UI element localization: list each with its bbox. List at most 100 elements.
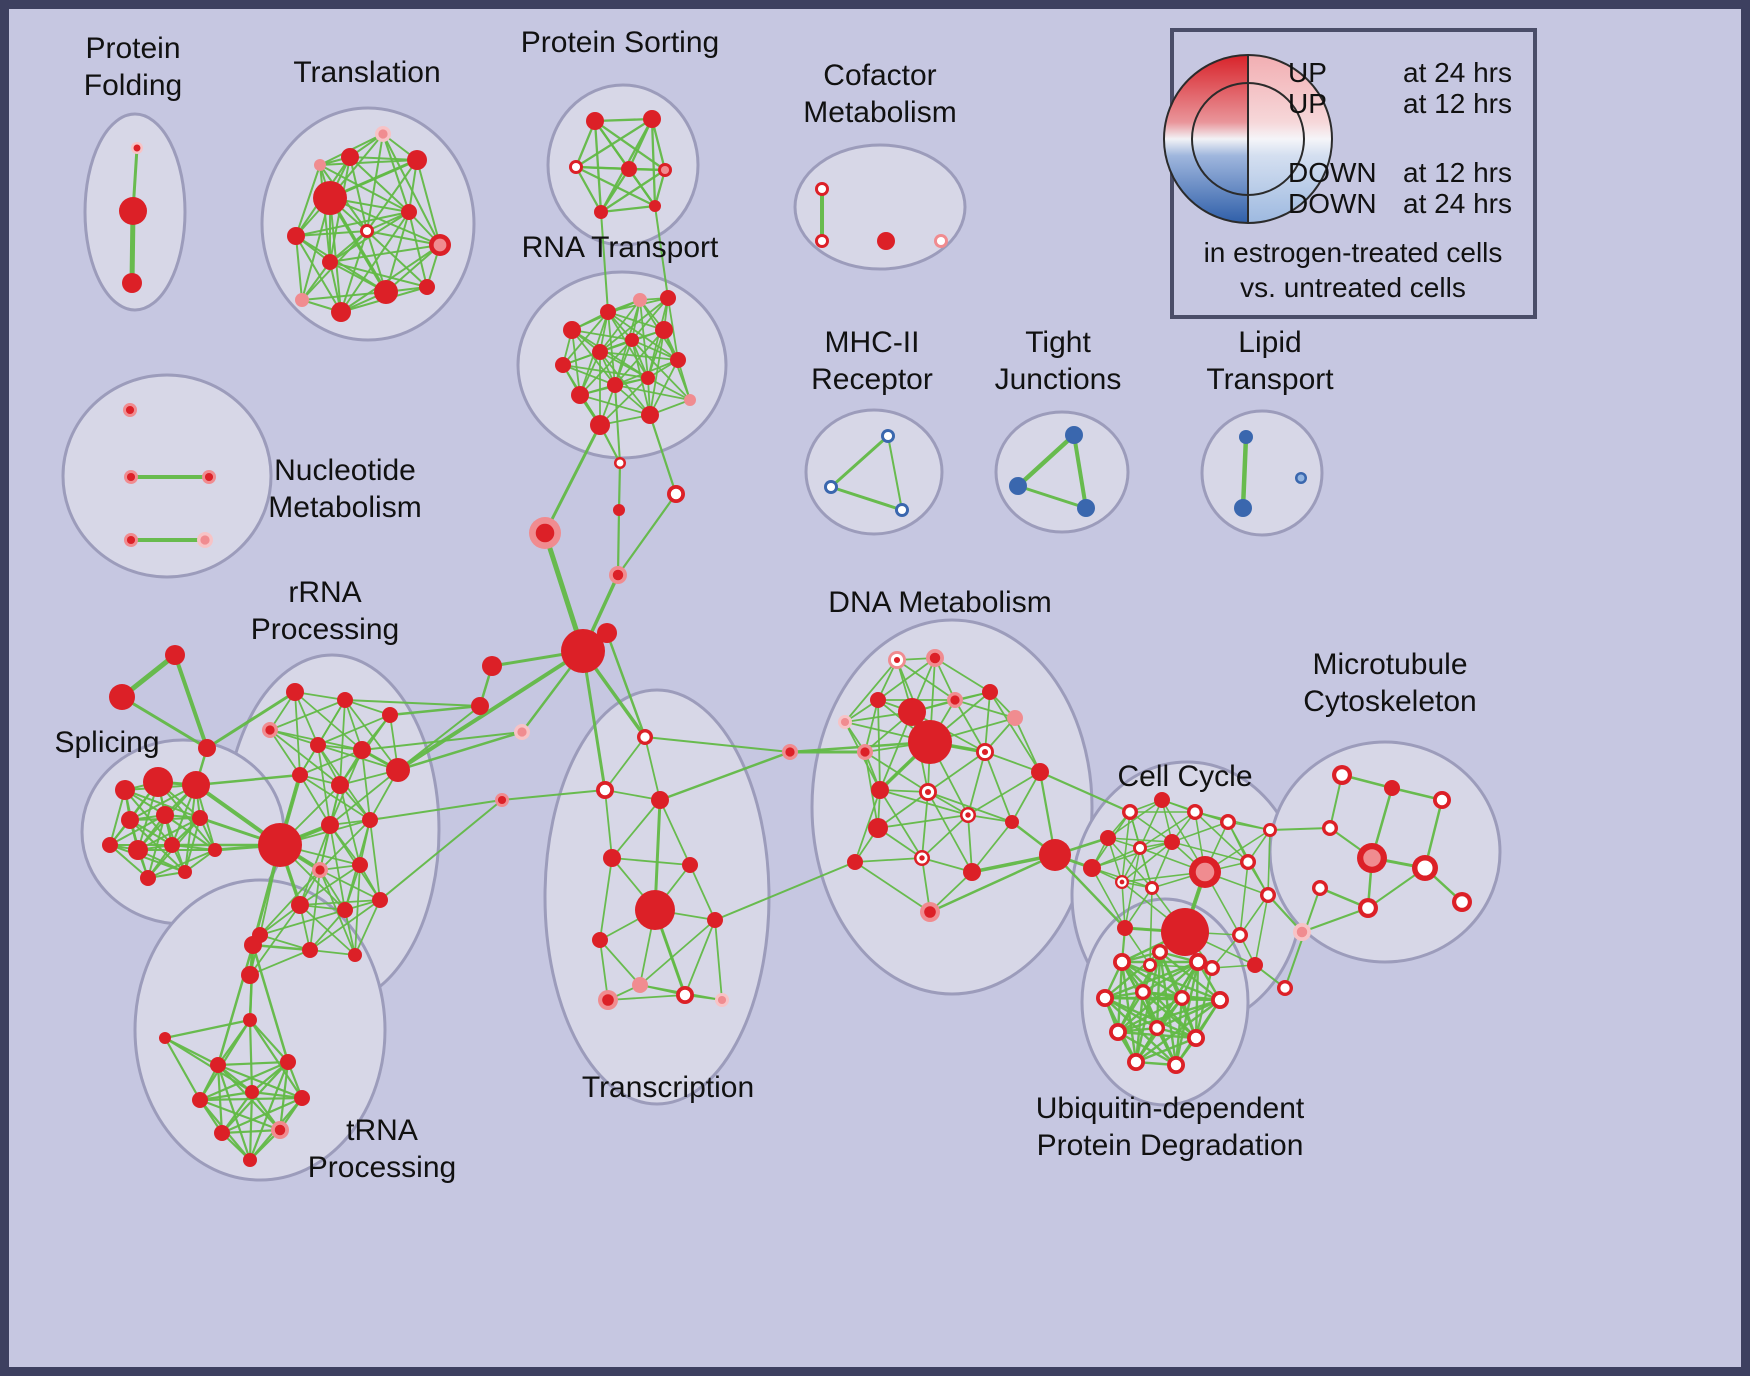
network-node-inner (1190, 1032, 1202, 1044)
network-node (245, 1085, 259, 1099)
network-edge (366, 133, 384, 232)
cluster-label-dna-metabolism: DNA Metabolism (828, 586, 1051, 619)
network-node (382, 707, 398, 723)
network-edge (295, 235, 303, 301)
cluster-label-mhc-ii-receptor: MHC-II (825, 326, 920, 359)
network-node-inner (1280, 983, 1290, 993)
cluster-label-ubiquitin-dependent-protein-degradation: Ubiquitin-dependent (1036, 1092, 1305, 1125)
network-edge (967, 751, 986, 816)
network-edge (593, 119, 603, 214)
network-node (641, 406, 659, 424)
network-edge (194, 773, 302, 787)
network-edge (689, 864, 716, 921)
network-edge (1151, 841, 1173, 889)
network-edge (1107, 799, 1163, 839)
network-node-inner (897, 505, 907, 515)
network-edge (309, 869, 321, 951)
network-edge (294, 691, 301, 776)
network-node (241, 966, 259, 984)
network-edge (854, 789, 881, 863)
network-edge (301, 291, 387, 301)
network-node (352, 857, 368, 873)
network-edge (248, 1018, 254, 1094)
network-edge (614, 339, 633, 386)
network-node-inner (126, 472, 136, 482)
legend-caption: vs. untreated cells (1240, 272, 1466, 303)
network-node-inner (883, 431, 893, 441)
network-node-inner (679, 989, 691, 1001)
network-edge (319, 819, 371, 871)
network-edge (299, 899, 381, 906)
cluster-label-rrna-processing: Processing (251, 613, 399, 646)
network-edge (340, 230, 368, 313)
network-edge (354, 864, 361, 956)
network-node-inner (1223, 817, 1233, 827)
network-edge (120, 695, 209, 750)
network-edge (879, 711, 913, 791)
network-node (1009, 477, 1027, 495)
network-edge (571, 329, 649, 379)
network-node (243, 1013, 257, 1027)
network-edge (329, 769, 399, 826)
network-edge (616, 492, 678, 577)
network-node-inner (860, 747, 870, 757)
network-edge (269, 729, 341, 786)
network-node-inner (204, 472, 214, 482)
network-node-inner (1297, 474, 1305, 482)
network-node-inner (936, 236, 946, 246)
network-node (1083, 859, 1101, 877)
network-node-inner (1315, 883, 1325, 893)
network-node (122, 273, 142, 293)
network-edge (599, 297, 669, 353)
network-node-inner (1265, 825, 1275, 835)
network-edge (295, 164, 321, 237)
network-node-inner (924, 788, 932, 796)
network-edge (248, 1060, 290, 1162)
network-node (592, 932, 608, 948)
network-edge (408, 211, 428, 288)
network-edge (1239, 861, 1249, 936)
network-edge (216, 1060, 290, 1067)
network-node (1077, 499, 1095, 517)
network-node (561, 629, 605, 673)
network-edge (614, 384, 621, 464)
cluster-label-microtubule-cytoskeleton: Cytoskeleton (1303, 685, 1476, 718)
network-edge (319, 159, 418, 166)
cluster-label-transcription: Transcription (582, 1071, 754, 1104)
network-edge (927, 751, 986, 793)
network-edge (574, 165, 657, 208)
network-node (898, 698, 926, 726)
cluster-ellipse-mhc-ii-receptor (804, 408, 944, 536)
network-node-inner (919, 855, 925, 861)
network-edge (216, 1063, 304, 1100)
network-edge (599, 939, 641, 986)
network-node-inner (1138, 987, 1148, 997)
network-edge (328, 196, 388, 294)
network-edge (317, 744, 331, 826)
network-edge (269, 729, 301, 776)
legend-time-label: at 12 hrs (1403, 88, 1512, 119)
cluster-label-ubiquitin-dependent-protein-degradation: Protein Degradation (1037, 1129, 1304, 1162)
network-edge (650, 117, 657, 208)
cluster-label-cell-cycle: Cell Cycle (1117, 760, 1252, 793)
network-node (337, 902, 353, 918)
network-node (419, 279, 435, 295)
network-edge (844, 659, 898, 723)
network-edge (599, 167, 631, 214)
network-node (192, 1092, 208, 1108)
network-edge (173, 653, 209, 750)
cluster-label-nucleotide-metabolism: Nucleotide (274, 454, 416, 487)
network-edge (599, 299, 641, 353)
network-edge (593, 117, 654, 123)
network-edge (344, 699, 481, 707)
network-node-inner (1243, 857, 1253, 867)
network-edge (989, 691, 1041, 773)
network-node-inner (826, 482, 836, 492)
network-edge (1124, 847, 1141, 929)
network-edge (659, 799, 691, 866)
network-node (655, 321, 673, 339)
network-edge (299, 774, 371, 821)
network-node-inner (717, 995, 727, 1005)
network-edge (344, 699, 399, 771)
